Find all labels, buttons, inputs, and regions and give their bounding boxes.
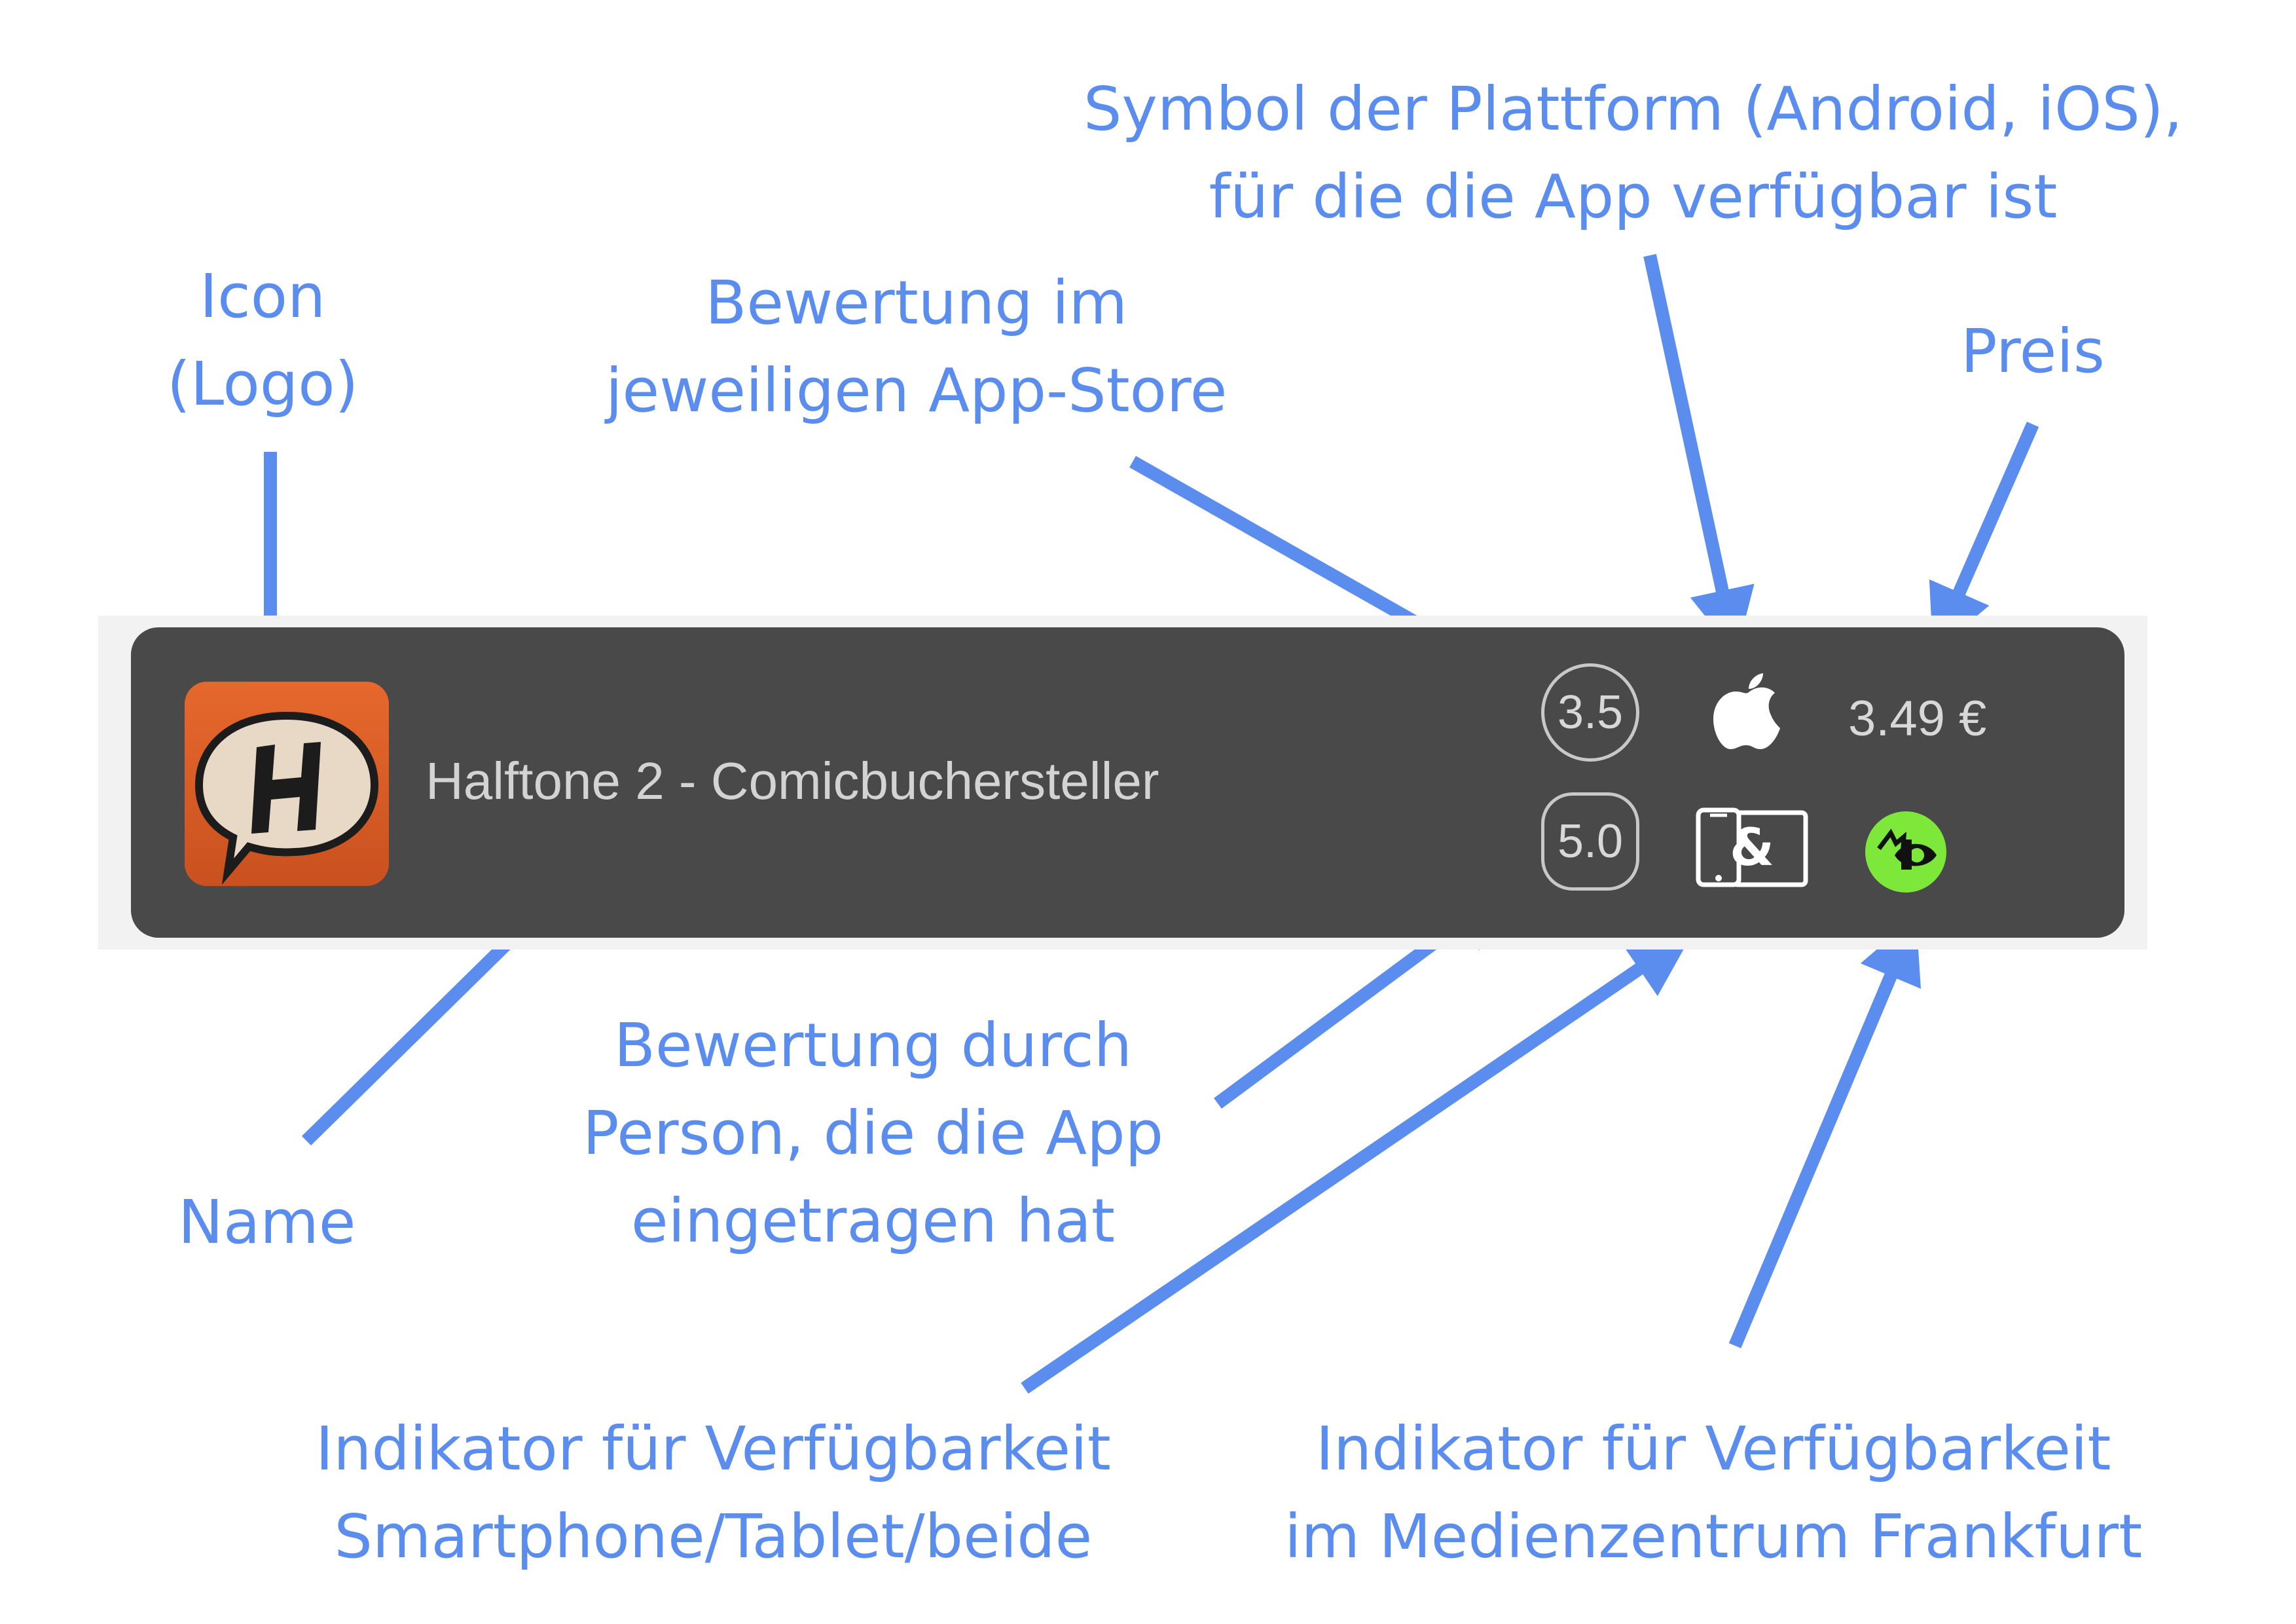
svg-text:&: & [1730,819,1774,877]
label-platform: Symbol der Plattform (Android, iOS), für… [1084,65,2183,241]
store-rating-badge: 3.5 [1541,663,1639,762]
label-medien-indicator: Indikator für Verfügbarkeit im Medienzen… [1285,1405,2142,1581]
label-icon-line-2: (Logo) [167,349,359,419]
label-user-rating-line-1: Bewertung durch [613,1010,1133,1080]
arrow-platform [1643,253,1755,655]
arrow-price [1929,421,2039,653]
smartphone-and-tablet-icon: & [1696,807,1808,887]
arrow-medien [1728,915,1921,1348]
speech-bubble-icon [194,711,379,885]
label-user-rating-line-3: eingetragen hat [630,1186,1116,1256]
arrow-device [1021,932,1694,1394]
app-name[interactable]: Halftone 2 - Comicbuchersteller [426,752,1159,810]
label-store-rating-line-1: Bewertung im [705,268,1128,338]
label-medien-line-1: Indikator für Verfügbarkeit [1315,1414,2111,1484]
label-platform-line-2: für die die App verfügbar ist [1209,162,2058,232]
medienzentrum-eye-icon [1865,811,1946,893]
label-price-line-1: Preis [1961,316,2105,386]
label-platform-line-1: Symbol der Plattform (Android, iOS), [1084,74,2183,144]
label-name: Name [178,1179,355,1266]
label-price: Preis [1961,308,2105,396]
label-device-line-2: Smartphone/Tablet/beide [334,1502,1093,1572]
label-icon: Icon (Logo) [167,253,358,428]
label-device-indicator: Indikator für Verfügbarkeit Smartphone/T… [316,1405,1111,1581]
label-user-rating-line-2: Person, die die App [583,1098,1163,1168]
apple-icon [1713,673,1780,749]
label-user-rating: Bewertung durch Person, die die App eing… [583,1002,1163,1265]
label-device-line-1: Indikator für Verfügbarkeit [316,1414,1111,1484]
price-label: 3.49 € [1848,691,1987,747]
label-icon-line-1: Icon [200,261,326,331]
label-store-rating: Bewertung im jeweiligen App-Store [606,259,1227,435]
user-rating-badge: 5.0 [1541,792,1639,891]
app-logo-icon[interactable] [185,682,389,886]
label-medien-line-2: im Medienzentrum Frankfurt [1285,1502,2143,1572]
label-name-line-1: Name [178,1187,356,1257]
app-list-item[interactable]: Halftone 2 - Comicbuchersteller 3.5 5.0 … [131,627,2124,938]
label-store-rating-line-2: jeweiligen App-Store [606,356,1228,426]
